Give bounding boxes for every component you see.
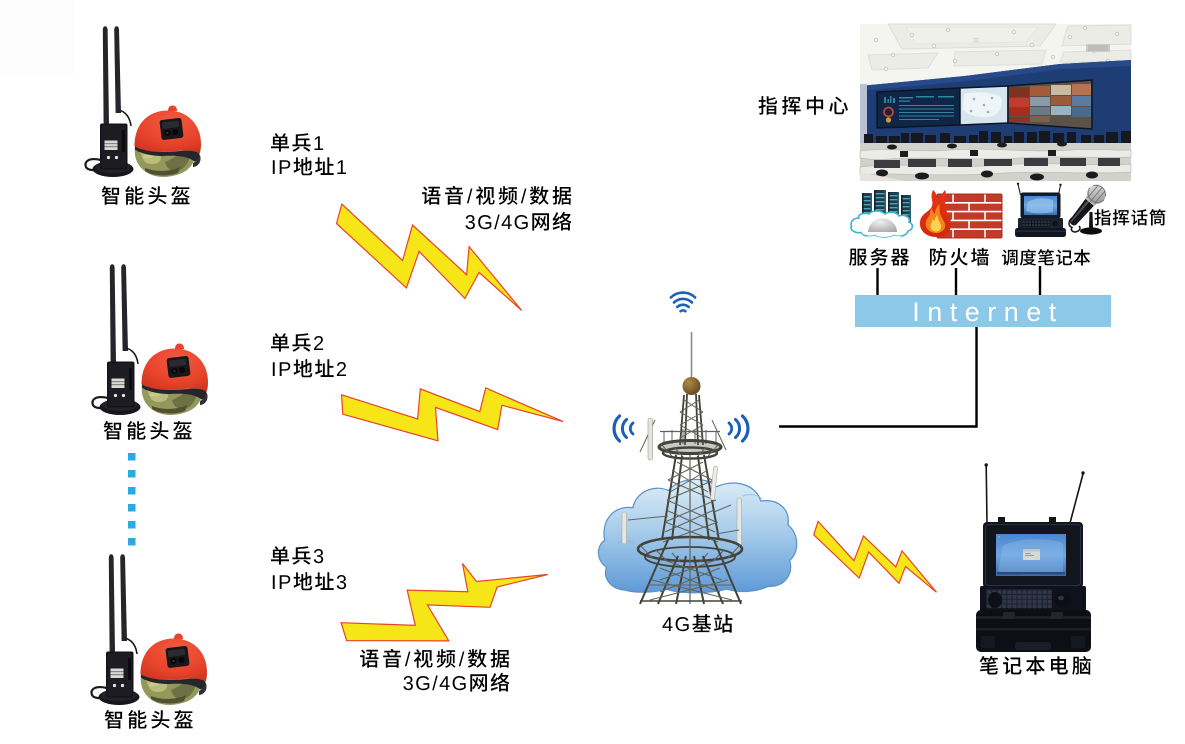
svg-text:Internet: Internet bbox=[912, 297, 1064, 327]
